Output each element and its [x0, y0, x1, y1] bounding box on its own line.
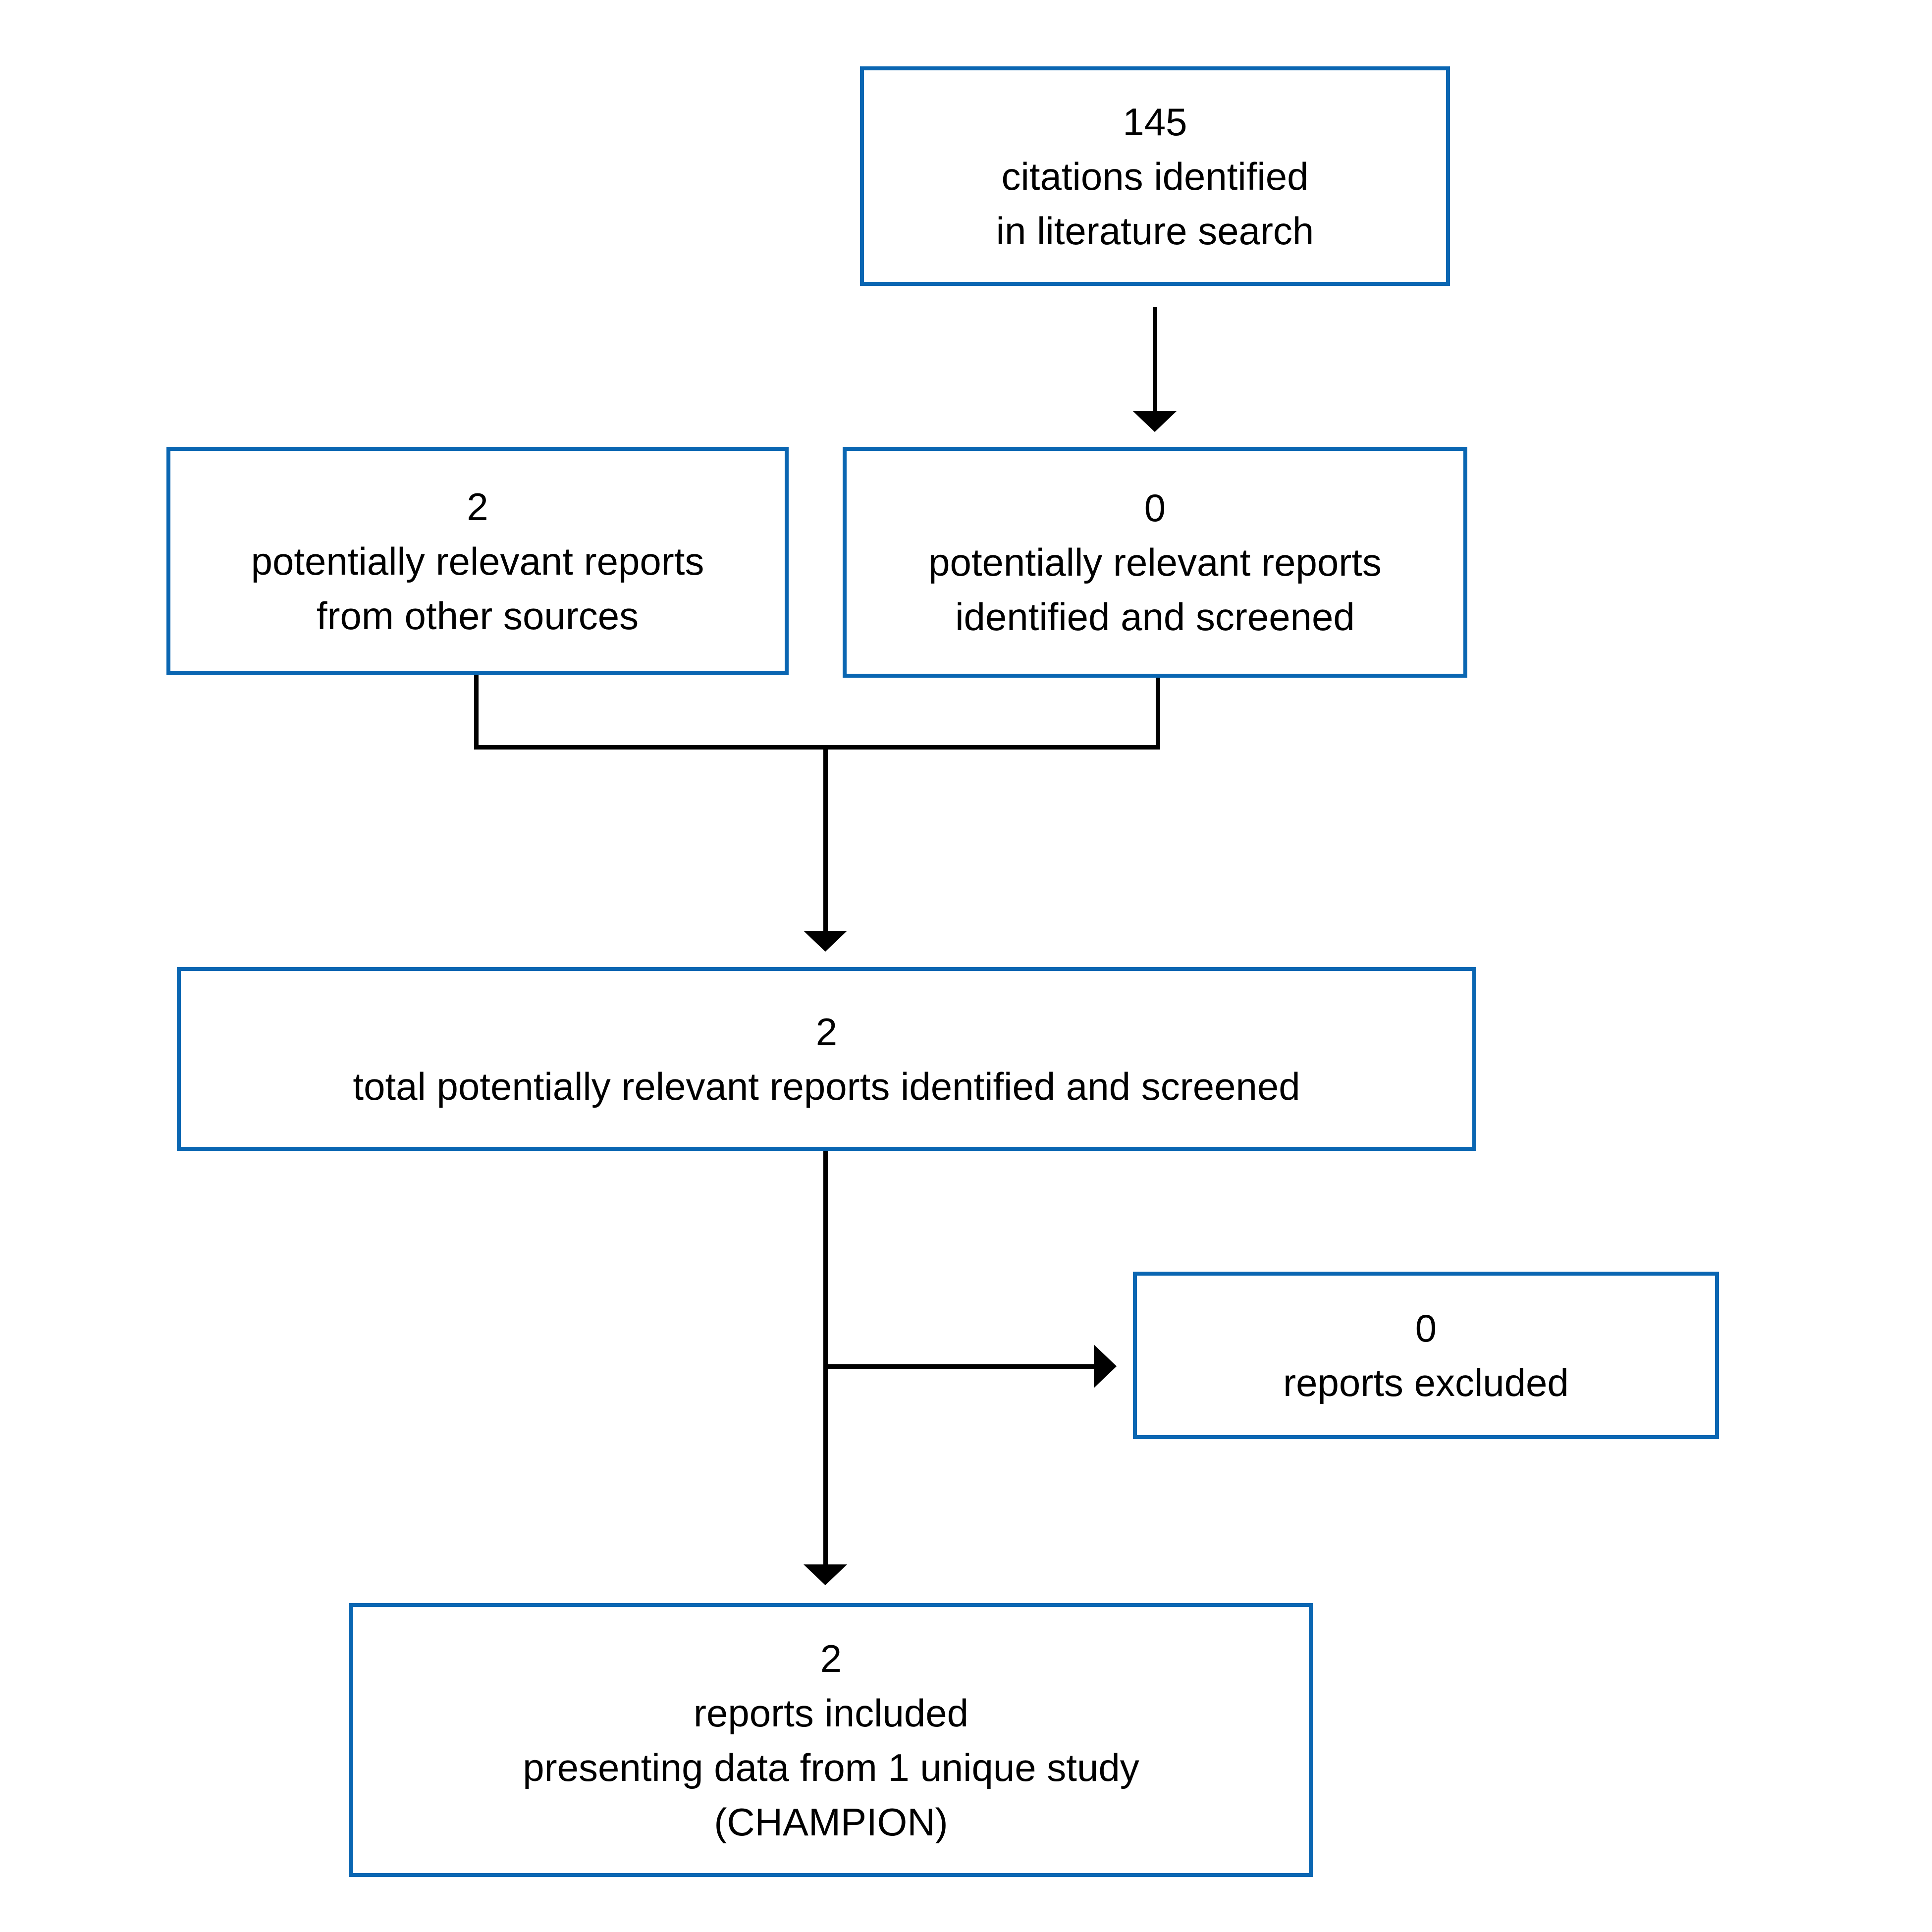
count-total-screened: 2 [815, 1010, 838, 1054]
arrowhead-down-icon [1133, 411, 1177, 432]
connector-screened-down-line [1156, 678, 1160, 748]
label-reports-included-line3: (CHAMPION) [714, 1800, 948, 1844]
count-citations-identified: 145 [1123, 100, 1187, 144]
box-total-screened: 2 total potentially relevant reports ide… [177, 967, 1476, 1151]
connector-identified-to-screened-line [1153, 307, 1157, 413]
arrowhead-down-icon [804, 1564, 847, 1585]
count-reports-excluded: 0 [1415, 1306, 1437, 1350]
label-reports-included-line1: reports included [694, 1691, 968, 1735]
arrowhead-right-icon [1094, 1344, 1117, 1388]
box-reports-included: 2 reports included presenting data from … [349, 1603, 1313, 1877]
connector-total-to-included-line [823, 1151, 828, 1566]
label-other-sources-line1: potentially relevant reports [251, 539, 704, 583]
count-reports-included: 2 [820, 1636, 842, 1680]
label-reports-included-line2: presenting data from 1 unique study [523, 1745, 1139, 1789]
label-reports-excluded: reports excluded [1283, 1361, 1569, 1404]
box-other-sources: 2 potentially relevant reports from othe… [166, 447, 789, 675]
connector-other-sources-down-line [474, 675, 479, 748]
connector-merge-to-total-line [823, 750, 828, 932]
box-reports-excluded: 0 reports excluded [1133, 1272, 1719, 1439]
connector-branch-to-excluded-line [823, 1364, 1094, 1369]
connector-merge-horizontal-line [474, 745, 1160, 750]
count-other-sources: 2 [467, 484, 488, 529]
count-identified-screened: 0 [1144, 486, 1166, 530]
label-other-sources-line2: from other sources [316, 593, 639, 638]
label-citations-identified-line1: citations identified [1001, 154, 1309, 198]
arrowhead-down-icon [804, 931, 847, 952]
label-identified-screened-line1: potentially relevant reports [928, 540, 1382, 584]
label-identified-screened-line2: identified and screened [955, 595, 1355, 639]
label-total-screened: total potentially relevant reports ident… [353, 1064, 1300, 1108]
box-identified-screened: 0 potentially relevant reports identifie… [843, 447, 1467, 678]
label-citations-identified-line2: in literature search [996, 209, 1314, 253]
box-citations-identified: 145 citations identified in literature s… [860, 66, 1450, 286]
